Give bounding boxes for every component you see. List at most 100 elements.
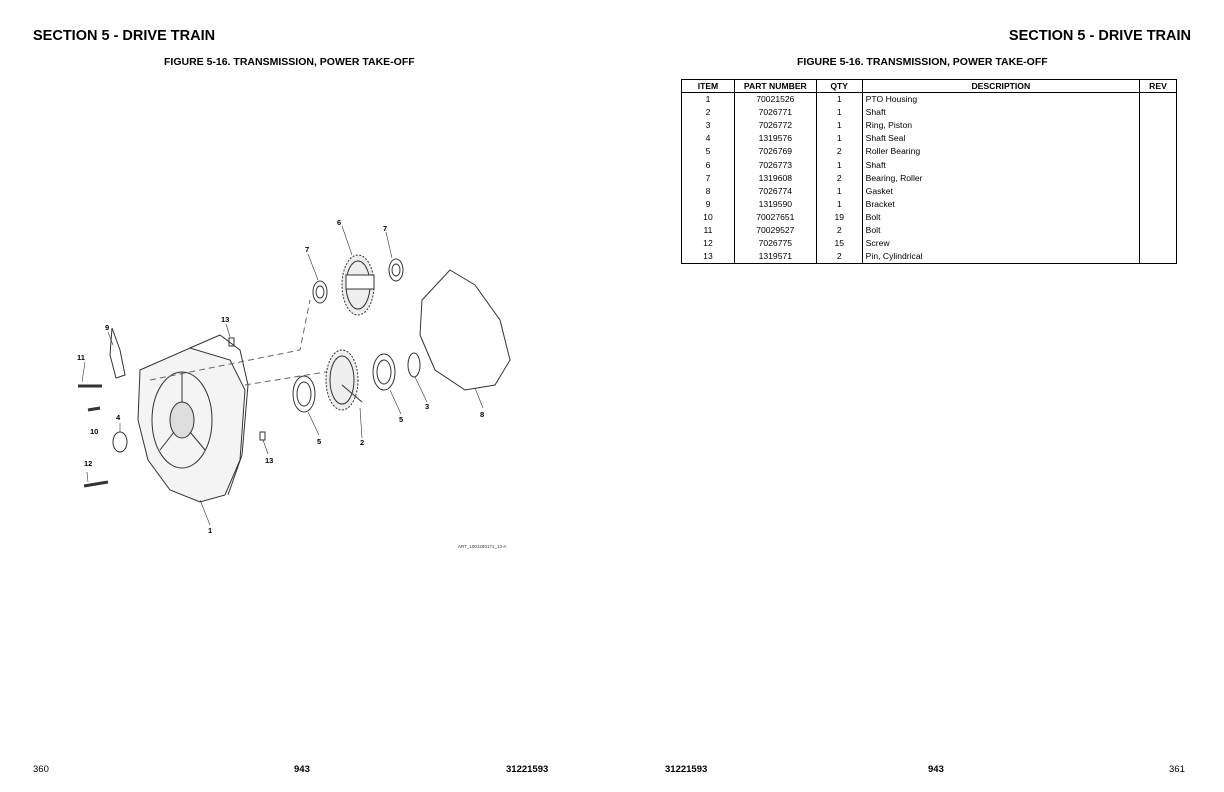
cell-item: 13 [681,250,735,265]
roller-bearing-5a-part [292,375,316,413]
cell-qty: 1 [815,92,863,107]
cell-qty: 1 [815,106,863,120]
cell-description: Ring, Piston [861,119,1141,133]
cell-item: 6 [681,158,735,172]
cell-part-number: 7026771 [733,106,817,120]
cell-item: 8 [681,184,735,198]
callout-12: 12 [84,459,92,468]
cell-rev [1139,132,1177,146]
cell-item: 10 [681,210,735,224]
table-header-row: ITEM PART NUMBER QTY DESCRIPTION REV [681,79,1177,93]
right-page-number: 361 [1169,764,1185,775]
cell-item: 1 [681,92,735,107]
cell-rev [1139,223,1177,238]
cell-description: PTO Housing [861,92,1141,107]
cell-item: 11 [681,223,735,238]
cell-description: Bolt [861,210,1141,224]
callout-11: 11 [77,353,85,362]
cell-qty: 15 [815,237,863,251]
right-section-title: SECTION 5 - DRIVE TRAIN [1008,28,1191,44]
callout-5b: 5 [399,415,403,424]
cell-part-number: 7026773 [733,158,817,172]
roller-bearing-5b-part [372,353,396,391]
gasket-8-part [419,269,511,391]
callout-13b: 13 [265,456,273,465]
cell-description: Shaft [861,158,1141,172]
callout-10: 10 [90,427,98,436]
callout-13a: 13 [221,315,229,324]
cell-qty: 1 [815,197,863,211]
cell-part-number: 7026769 [733,145,817,159]
piston-ring-3-part [407,352,421,378]
callout-3: 3 [425,402,429,411]
shaft-seal-4-part [112,431,128,453]
left-doc-number: 31221593 [506,764,549,775]
callout-2: 2 [360,438,364,447]
cell-qty: 2 [815,250,863,265]
cell-rev [1139,237,1177,251]
cell-qty: 1 [815,184,863,198]
cell-part-number: 70021526 [733,92,817,107]
cell-item: 5 [681,145,735,159]
cell-rev [1139,158,1177,172]
cell-part-number: 7026772 [733,119,817,133]
cell-part-number: 1319571 [733,250,817,265]
cell-qty: 2 [815,145,863,159]
cell-item: 12 [681,237,735,251]
cell-qty: 2 [815,171,863,185]
screw-12-part [83,480,109,488]
cell-description: Shaft [861,106,1141,120]
shaft-6-part [341,254,375,316]
cell-part-number: 70029527 [733,223,817,238]
cell-description: Pin, Cylindrical [861,250,1141,265]
shaft-2-part [325,349,363,411]
cell-part-number: 7026775 [733,237,817,251]
header-description: DESCRIPTION [861,79,1141,93]
cell-rev [1139,250,1177,265]
bolt-10-part [87,406,101,412]
cell-description: Shaft Seal [861,132,1141,146]
cell-rev [1139,145,1177,159]
cell-description: Bracket [861,197,1141,211]
cell-rev [1139,210,1177,224]
cell-description: Bolt [861,223,1141,238]
cell-qty: 1 [815,158,863,172]
header-item: ITEM [681,79,735,93]
art-id: ART_1001260171_13-A [458,544,506,549]
cell-part-number: 70027651 [733,210,817,224]
cell-item: 7 [681,171,735,185]
left-page-number: 360 [33,764,49,775]
bracket-9-part [109,327,126,379]
bearing-7b-part [388,258,404,282]
callout-6: 6 [337,218,341,227]
cell-rev [1139,119,1177,133]
callout-7a: 7 [305,245,309,254]
cell-part-number: 1319608 [733,171,817,185]
cell-item: 9 [681,197,735,211]
cell-rev [1139,106,1177,120]
callout-1: 1 [208,526,212,535]
cell-description: Screw [861,237,1141,251]
cell-qty: 1 [815,132,863,146]
cell-description: Bearing, Roller [861,171,1141,185]
exploded-view-diagram: 1 2 3 4 5 5 6 7 7 8 9 10 11 12 13 13 ART… [77,218,511,549]
cell-qty: 2 [815,223,863,238]
cell-part-number: 1319576 [733,132,817,146]
cell-rev [1139,171,1177,185]
right-figure-title: FIGURE 5-16. TRANSMISSION, POWER TAKE-OF… [797,56,1048,68]
callout-9: 9 [105,323,109,332]
left-section-title: SECTION 5 - DRIVE TRAIN [33,28,216,44]
cell-item: 3 [681,119,735,133]
